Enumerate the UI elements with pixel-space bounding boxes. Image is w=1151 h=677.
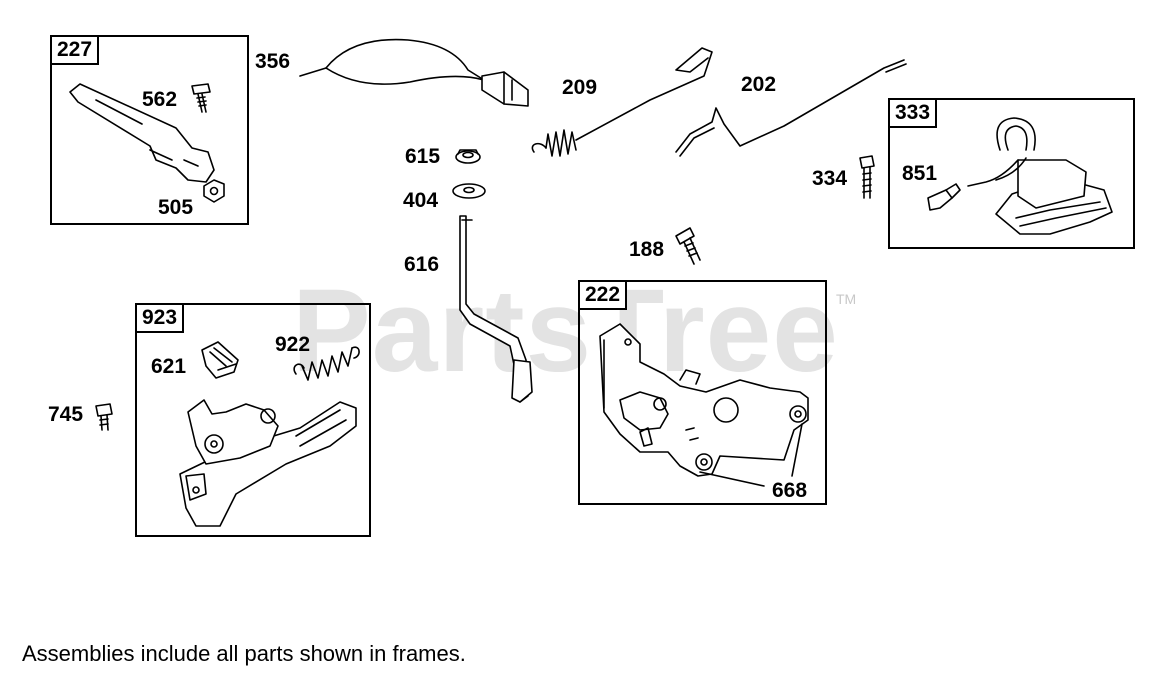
control-bracket-222-part[interactable] <box>600 324 808 486</box>
governor-link-202-part[interactable] <box>676 60 906 156</box>
screw-562-part[interactable] <box>192 84 210 112</box>
trademark-symbol: TM <box>836 291 857 307</box>
callout-562[interactable]: 562 <box>142 88 178 111</box>
callout-621[interactable]: 621 <box>151 355 187 378</box>
control-bracket-923-part[interactable] <box>180 400 356 526</box>
spring-clip-621-part[interactable] <box>202 342 238 378</box>
washer-404-part[interactable] <box>453 184 485 198</box>
callout-922[interactable]: 922 <box>275 333 311 356</box>
bolt-334-part[interactable] <box>860 156 874 198</box>
callout-356[interactable]: 356 <box>255 50 291 73</box>
ground-wire-356-part[interactable] <box>300 40 528 106</box>
bolt-188-part[interactable] <box>676 228 700 264</box>
assembly-frame-227[interactable]: 227 <box>50 35 249 225</box>
callout-616[interactable]: 616 <box>404 253 440 276</box>
callout-851[interactable]: 851 <box>902 162 938 185</box>
callout-668[interactable]: 668 <box>772 479 808 502</box>
frame-number-333: 333 <box>888 98 938 128</box>
assembly-frame-222[interactable]: 222 <box>578 280 827 505</box>
frame-number-222: 222 <box>578 280 628 310</box>
assembly-frame-333[interactable]: 333 <box>888 98 1135 249</box>
callout-334[interactable]: 334 <box>812 167 848 190</box>
spring-922-part[interactable] <box>294 347 359 380</box>
partstree-watermark: PartsTree <box>292 265 839 397</box>
governor-shaft-616-part[interactable] <box>460 216 532 402</box>
governor-spring-209-part[interactable] <box>532 48 712 156</box>
callout-404[interactable]: 404 <box>403 189 439 212</box>
stop-switch-851-part[interactable] <box>928 184 960 210</box>
washer-615-part[interactable] <box>456 150 480 163</box>
callout-188[interactable]: 188 <box>629 238 665 261</box>
callout-615[interactable]: 615 <box>405 145 441 168</box>
nut-505-part[interactable] <box>204 180 224 202</box>
callout-745[interactable]: 745 <box>48 403 84 426</box>
frame-number-227: 227 <box>50 35 100 65</box>
callout-505[interactable]: 505 <box>158 196 194 219</box>
governor-lever-part[interactable] <box>70 84 214 182</box>
callout-202[interactable]: 202 <box>741 73 777 96</box>
assemblies-footnote: Assemblies include all parts shown in fr… <box>22 641 466 666</box>
frame-number-923: 923 <box>135 303 185 333</box>
assembly-frame-923[interactable]: 923 <box>135 303 371 537</box>
screw-745-part[interactable] <box>96 404 112 430</box>
ignition-armature-part[interactable] <box>968 118 1112 234</box>
callout-209[interactable]: 209 <box>562 76 598 99</box>
